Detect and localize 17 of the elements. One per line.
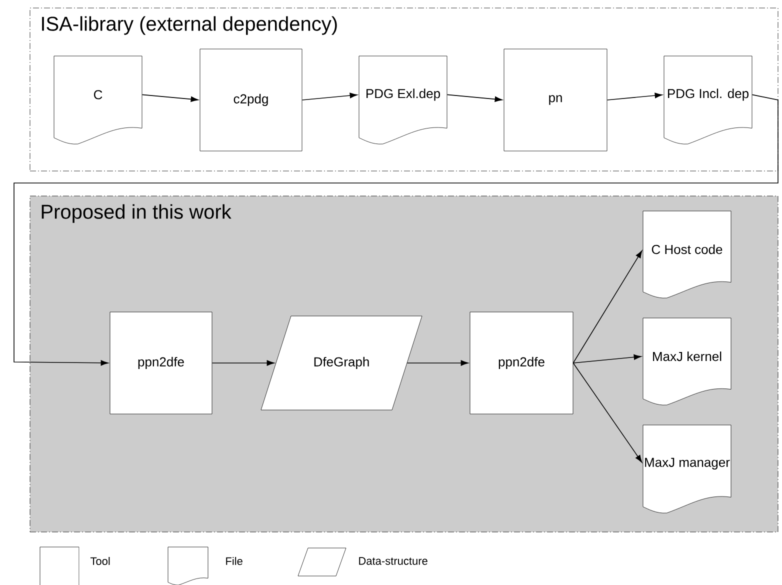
legend-text: Data-structure [359,557,428,565]
tool-box: ppn2dfe [470,312,574,414]
legend-text: Tool [90,556,110,566]
tool-box: pn [504,48,608,152]
arrow [406,360,468,366]
arrow [446,94,502,102]
arrow [212,360,274,366]
arrow [572,354,642,364]
arrow [142,94,198,102]
arrow [606,92,662,100]
legend-text: File [226,556,242,566]
tool-box: c2pdg [200,48,302,152]
arrow [572,362,642,463]
arrow [572,250,642,364]
arrow [14,94,778,366]
arrow [302,92,358,100]
tool-box: ppn2dfe [110,312,212,414]
